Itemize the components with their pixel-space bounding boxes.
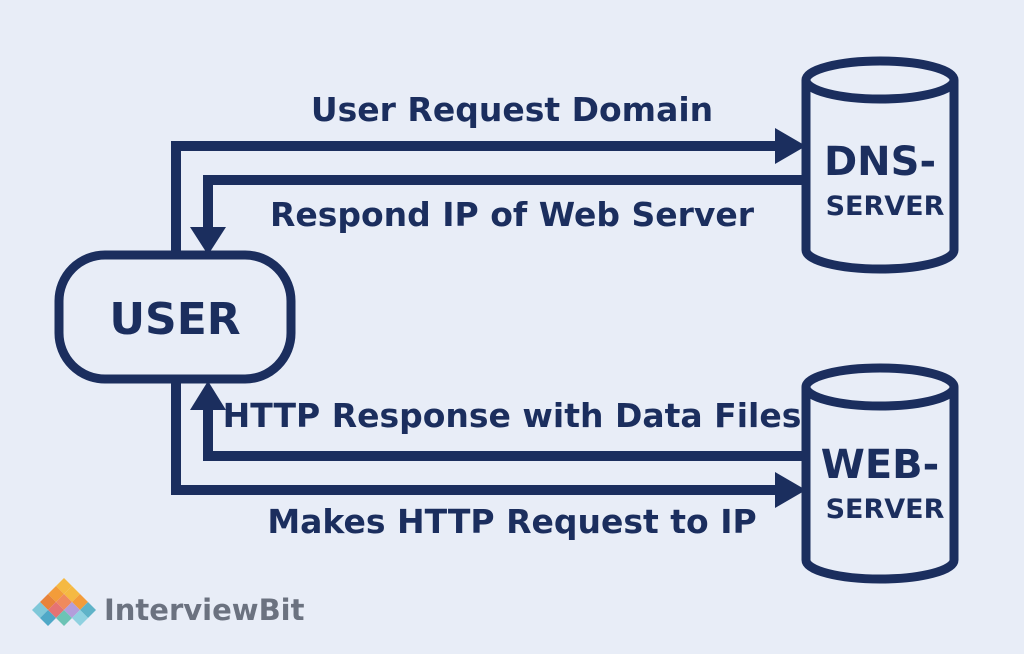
dns-server-node: DNS- SERVER	[801, 56, 959, 274]
respond-ip-line	[203, 175, 806, 227]
dns-server-label-line2: SERVER	[826, 191, 945, 222]
respond-ip-arrowhead	[190, 227, 226, 255]
http-response-arrowhead	[190, 381, 226, 410]
connectors	[171, 128, 806, 508]
respond-ip-label: Respond IP of Web Server	[270, 195, 755, 234]
dns-server-body	[801, 80, 959, 274]
user-box	[54, 250, 296, 384]
http-request-label: Makes HTTP Request to IP	[267, 502, 756, 541]
user-request-domain-arrowhead	[775, 128, 806, 164]
web-server-top	[801, 363, 959, 411]
http-request-arrowhead	[775, 472, 806, 508]
http-request-line	[171, 380, 775, 495]
user-request-domain-line	[171, 141, 775, 253]
user-request-domain-label: User Request Domain	[311, 90, 713, 129]
brand-logo: InterviewBit	[32, 578, 305, 627]
user-label: USER	[109, 294, 240, 345]
brand-name: InterviewBit	[104, 593, 305, 627]
http-response-line	[203, 410, 806, 461]
user-node: USER	[54, 250, 296, 384]
web-server-label-line1: WEB-	[821, 442, 940, 488]
interviewbit-logo-icon	[32, 578, 96, 626]
http-response-label: HTTP Response with Data Files	[223, 396, 802, 435]
web-server-body	[801, 387, 959, 584]
dns-server-label-line1: DNS-	[824, 139, 936, 185]
dns-server-top	[801, 56, 959, 104]
web-server-node: WEB- SERVER	[801, 363, 959, 584]
web-server-label-line2: SERVER	[826, 494, 945, 525]
